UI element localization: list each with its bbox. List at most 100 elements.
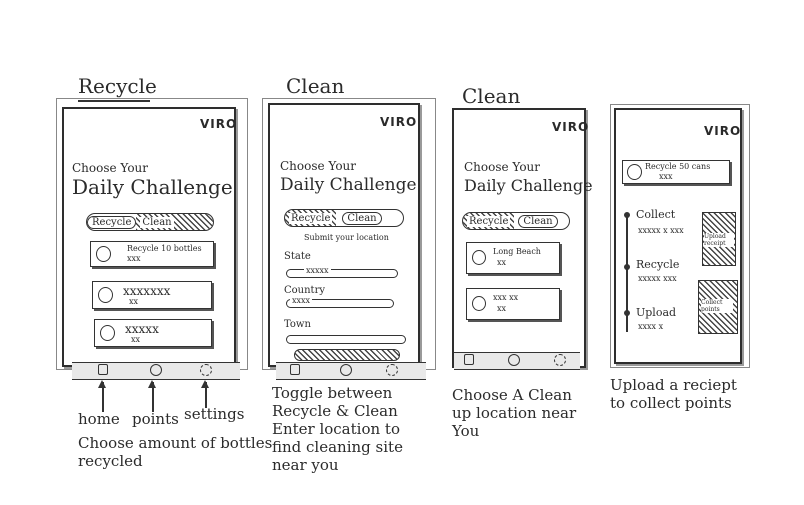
screen1-headline-2: Daily Challenge bbox=[72, 175, 233, 199]
submit-button[interactable] bbox=[294, 349, 400, 361]
note-screen3-1: Choose A Clean bbox=[452, 386, 572, 404]
note-screen4-1: Upload a reciept bbox=[610, 376, 737, 394]
upload-receipt-box[interactable]: Upload receipt bbox=[702, 212, 736, 266]
cleanup-site-card[interactable]: xxx xx xx bbox=[466, 288, 560, 320]
home-icon[interactable] bbox=[98, 364, 108, 375]
step-label: Recycle bbox=[636, 258, 680, 271]
cleanup-site-card[interactable]: Long Beach xx bbox=[466, 242, 560, 274]
radio-icon bbox=[627, 164, 642, 180]
toggle-option-recycle[interactable]: Recycle bbox=[463, 213, 515, 229]
screen3-brand: VIRO bbox=[552, 120, 590, 134]
screen2-title: Clean bbox=[286, 74, 345, 98]
toggle-option-clean-label: Clean bbox=[140, 216, 174, 228]
note-screen2-3: Enter location to bbox=[272, 420, 400, 438]
card-label: xxx xx bbox=[493, 293, 519, 302]
screen1-toggle[interactable]: Recycle Clean bbox=[86, 213, 214, 231]
radio-icon bbox=[472, 250, 486, 265]
challenge-card[interactable]: xxxxx xx bbox=[94, 319, 212, 347]
screen4-phone: VIRO Recycle 50 cans xxx Collect xxxxx x… bbox=[614, 108, 742, 364]
note-screen2-4: find cleaning site bbox=[272, 438, 403, 456]
card-sub: xx bbox=[129, 297, 139, 306]
toggle-option-recycle[interactable]: Recycle bbox=[87, 215, 137, 229]
home-icon[interactable] bbox=[464, 354, 474, 365]
toggle-option-recycle[interactable]: Recycle bbox=[285, 210, 337, 226]
card-label: Recycle 50 cans bbox=[645, 162, 711, 171]
step-label: Upload bbox=[636, 306, 677, 319]
note-screen1-1: Choose amount of bottles bbox=[78, 434, 273, 452]
step-dot bbox=[624, 310, 630, 316]
radio-icon bbox=[100, 325, 115, 341]
screen1-brand: VIRO bbox=[200, 117, 238, 131]
screen3-toggle[interactable]: Recycle Clean bbox=[462, 212, 570, 230]
screen3-headline-2: Daily Challenge bbox=[464, 176, 593, 195]
screen3-title: Clean bbox=[462, 84, 521, 108]
note-home: home bbox=[78, 410, 120, 428]
toggle-option-clean[interactable]: Clean bbox=[342, 211, 382, 225]
challenge-card[interactable]: xxxxxxx xx bbox=[92, 281, 212, 309]
points-icon[interactable] bbox=[508, 354, 520, 366]
collect-points-label: Collect points bbox=[701, 299, 733, 313]
field-label-country: Country bbox=[284, 285, 326, 296]
screen2-brand: VIRO bbox=[380, 115, 418, 129]
card-label: Long Beach bbox=[493, 247, 541, 256]
screen2-phone: VIRO Choose Your Daily Challenge Recycle… bbox=[268, 103, 420, 367]
note-settings: settings bbox=[184, 405, 245, 423]
screen4-brand: VIRO bbox=[704, 124, 742, 138]
arrow-home bbox=[98, 380, 106, 412]
screen2-toggle[interactable]: Recycle Clean bbox=[284, 209, 404, 227]
collect-points-box[interactable]: Collect points bbox=[698, 280, 738, 334]
field-label-town: Town bbox=[284, 319, 311, 330]
toggle-option-clean[interactable]: Clean bbox=[136, 214, 213, 230]
note-screen2-2: Recycle & Clean bbox=[272, 402, 398, 420]
arrow-points bbox=[148, 380, 156, 412]
step-sub: xxxxx x xxx bbox=[638, 226, 684, 235]
settings-icon[interactable] bbox=[200, 364, 212, 376]
note-screen3-3: You bbox=[452, 422, 480, 440]
note-screen2-1: Toggle between bbox=[272, 384, 393, 402]
radio-icon bbox=[96, 246, 111, 262]
screen1-headline-1: Choose Your bbox=[72, 161, 149, 175]
screen1-navbar bbox=[72, 362, 240, 380]
upload-receipt-label: Upload receipt bbox=[704, 233, 734, 247]
points-icon[interactable] bbox=[150, 364, 162, 376]
screen3-navbar bbox=[454, 352, 580, 370]
note-screen2-5: near you bbox=[272, 456, 339, 474]
radio-icon bbox=[98, 287, 113, 303]
location-instruction: Submit your location bbox=[304, 233, 389, 242]
field-value-state: xxxxx bbox=[304, 266, 331, 275]
note-screen4-2: to collect points bbox=[610, 394, 732, 412]
note-screen1-2: recycled bbox=[78, 452, 143, 470]
step-sub: xxxx x bbox=[638, 322, 664, 331]
screen2-headline-1: Choose Your bbox=[280, 159, 357, 173]
current-challenge-card[interactable]: Recycle 50 cans xxx bbox=[622, 160, 730, 184]
card-label: Recycle 10 bottles bbox=[127, 244, 202, 253]
step-label: Collect bbox=[636, 208, 676, 221]
toggle-option-recycle-label: Recycle bbox=[467, 215, 511, 227]
radio-icon bbox=[472, 296, 486, 311]
step-dot bbox=[624, 264, 630, 270]
card-label: xxxxx bbox=[125, 322, 159, 336]
settings-icon[interactable] bbox=[386, 364, 398, 376]
points-icon[interactable] bbox=[340, 364, 352, 376]
arrow-settings bbox=[201, 380, 209, 408]
screen2-navbar bbox=[276, 362, 426, 380]
progress-timeline bbox=[626, 214, 628, 332]
field-value-country: xxxx bbox=[290, 296, 313, 305]
town-field[interactable] bbox=[286, 335, 406, 344]
card-sub: xx bbox=[497, 304, 507, 313]
state-field[interactable] bbox=[286, 269, 398, 278]
screen3-phone: VIRO Choose Your Daily Challenge Recycle… bbox=[452, 108, 593, 368]
screen1-title-underline bbox=[78, 100, 150, 102]
step-dot bbox=[624, 212, 630, 218]
screen2-headline-2: Daily Challenge bbox=[280, 175, 417, 195]
screen3-headline-1: Choose Your bbox=[464, 160, 541, 174]
card-sub: xxx bbox=[127, 254, 141, 263]
toggle-option-clean[interactable]: Clean bbox=[518, 214, 558, 228]
home-icon[interactable] bbox=[290, 364, 300, 375]
country-field[interactable] bbox=[286, 299, 394, 308]
toggle-option-recycle-label: Recycle bbox=[289, 212, 333, 224]
screen1-phone: VIRO Choose Your Daily Challenge Recycle… bbox=[62, 107, 236, 367]
settings-icon[interactable] bbox=[554, 354, 566, 366]
note-points: points bbox=[132, 410, 179, 428]
challenge-card[interactable]: Recycle 10 bottles xxx bbox=[90, 241, 214, 267]
